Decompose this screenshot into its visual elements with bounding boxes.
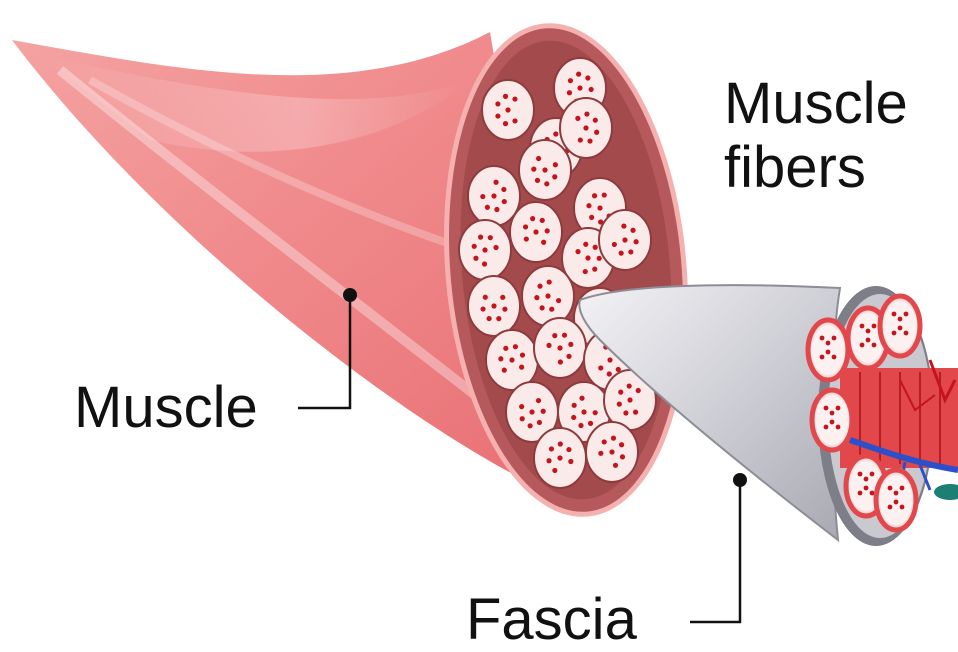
- fascicle: [467, 275, 521, 337]
- muscle-label: Muscle: [74, 375, 258, 440]
- blood-vessel: [849, 437, 958, 473]
- fascicle: [559, 97, 613, 159]
- fascia-label: Fascia: [466, 587, 637, 652]
- fascicle: [458, 219, 512, 281]
- fascicle: [521, 265, 575, 327]
- fascia-leader-line: [690, 480, 742, 624]
- fiber-end: [873, 467, 919, 533]
- fascicle: [585, 421, 639, 483]
- fiber-end: [809, 387, 855, 453]
- muscle-fibers-label-line2: fibers: [724, 135, 866, 200]
- muscle-fibers-label: Muscle fibers: [724, 72, 908, 200]
- fascicle: [598, 209, 652, 271]
- muscle-fibers-label-line1: Muscle: [724, 71, 908, 136]
- fascicle: [518, 139, 572, 201]
- leader-lines: [298, 288, 747, 624]
- muscle-leader-line: [298, 295, 352, 410]
- fascicle: [485, 329, 539, 391]
- fiber-end-faces: [805, 293, 923, 533]
- fascicle: [467, 165, 521, 227]
- fascicle-bundles: [458, 57, 657, 489]
- fiber-end: [877, 293, 923, 359]
- fascicle: [533, 427, 587, 489]
- fascicle: [509, 201, 563, 263]
- muscle-fibers: [805, 293, 958, 533]
- fascicle: [481, 79, 535, 141]
- fascicle: [533, 317, 587, 379]
- fiber-end: [805, 317, 851, 383]
